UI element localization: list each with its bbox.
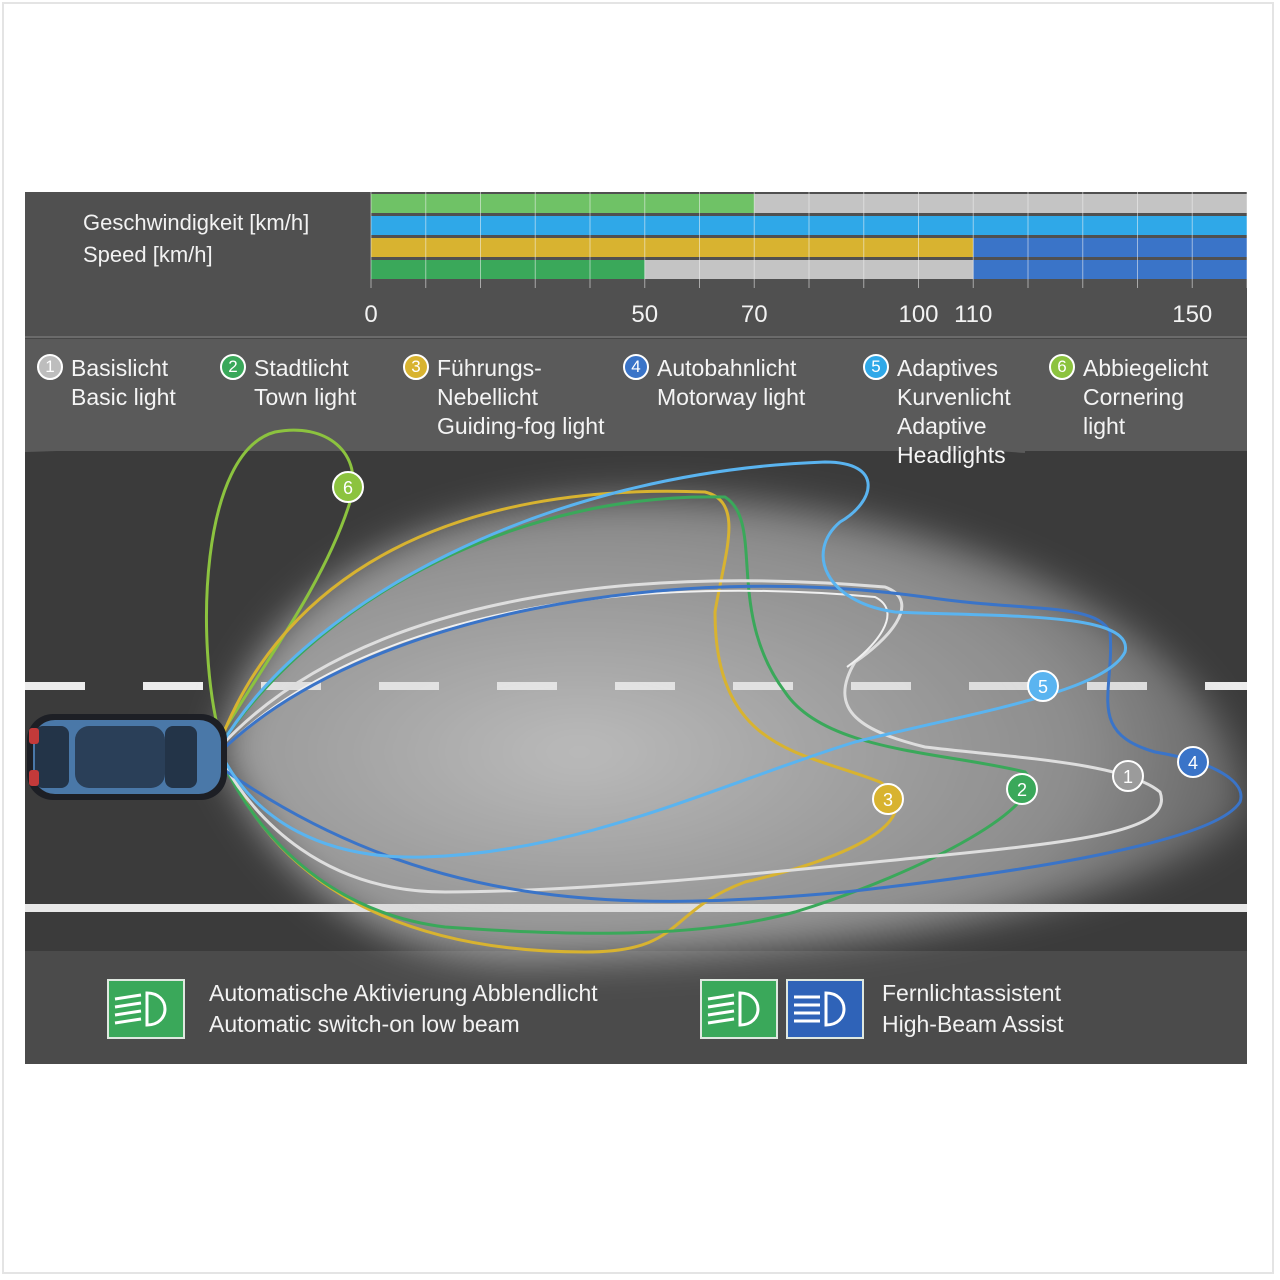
legend-badge-2: 2 [220,354,246,380]
legend-text-1-0: Basislicht [71,355,169,381]
legend-text-1-1: Basic light [71,384,176,410]
diagram-canvas: 6 3 2 1 5 4 [25,192,1247,1064]
speed-tick-label: 150 [1172,301,1213,328]
legend-badge-4: 4 [623,354,649,380]
svg-text:2: 2 [1017,780,1027,800]
legend-text-4-0: Autobahnlicht [657,355,797,381]
beam-basic-contour [218,579,1163,894]
legend-badge-3: 3 [403,354,429,380]
svg-text:5: 5 [1038,677,1048,697]
lane-dash [143,682,203,690]
speed-label-en: Speed [km/h] [83,242,213,267]
legend-text-2-0: Stadtlicht [254,355,349,381]
high-beam-text-en: High-Beam Assist [882,1011,1064,1037]
marker-6: 6 [332,471,364,503]
legend-text-5-1: Kurvenlicht [897,384,1011,410]
legend-text-5-2: Adaptive [897,413,987,439]
speed-tick-label: 50 [631,301,659,328]
beam-cornering-contour [204,428,355,738]
speed-bar-cornering-segment-0 [371,194,755,213]
marker-5: 5 [1027,670,1059,702]
legend-text-6-0: Abbiegelicht [1083,355,1209,381]
legend-text-3-1: Nebellicht [437,384,538,410]
speed-tick-label: 100 [898,301,939,328]
lane-dash [1205,682,1247,690]
low-beam-icon [107,979,185,1039]
beam-guiding-fog-contour [218,489,898,954]
speed-tick-label: 110 [954,301,993,328]
legend-text-6-1: Cornering [1083,384,1184,410]
high-beam-icon [786,979,864,1039]
svg-text:6: 6 [343,478,353,498]
legend-badge-1: 1 [37,354,63,380]
speed-bar-guiding-fog-segment-1 [973,238,1247,257]
legend-badge-5: 5 [863,354,889,380]
low-beam-text: Automatische Aktivierung Abblendlicht Au… [209,978,598,1040]
light-glow [220,495,1247,962]
speed-bar-guiding-fog-segment-0 [371,238,974,257]
legend-text-5-3: Headlights [897,442,1006,468]
legend-text-3-0: Führungs- [437,355,542,381]
legend-badge-6: 6 [1049,354,1075,380]
footer-band [25,951,1247,1064]
marker-1: 1 [1112,760,1144,792]
legend-text-2-1: Town light [254,384,357,410]
speed-bars [370,192,1247,288]
legend-text-4-1: Motorway light [657,384,806,410]
lane-dash [25,682,85,690]
marker-4: 4 [1177,746,1209,778]
speed-bar-town-motorway-segment-0 [371,260,645,279]
low-beam-text-en: Automatic switch-on low beam [209,1011,520,1037]
svg-text:1: 1 [1123,767,1133,787]
speed-tick-label: 70 [740,301,768,328]
beam-basic-contour-inner [224,589,889,748]
high-beam-text: Fernlichtassistent High-Beam Assist [882,978,1064,1040]
low-beam-icon-assist [700,979,778,1039]
speed-bar-town-motorway-segment-1 [973,260,1247,279]
light-distribution-diagram: 6 3 2 1 5 4 Geschwindigkeit [km/h] Speed… [25,192,1247,1064]
speed-tick-label: 0 [364,301,378,328]
beam-adaptive-contour [218,460,1127,859]
svg-text:3: 3 [883,790,893,810]
beam-motorway-contour [218,584,1243,903]
marker-3: 3 [872,783,904,815]
car-icon [27,714,227,800]
legend-text-5-0: Adaptives [897,355,999,381]
svg-text:4: 4 [1188,753,1198,773]
road-curve-edge [25,435,1026,453]
legend-text-6-2: light [1083,413,1126,439]
marker-2: 2 [1006,773,1038,805]
speed-label-de: Geschwindigkeit [km/h] [83,210,310,235]
low-beam-text-de: Automatische Aktivierung Abblendlicht [209,980,598,1006]
legend-text-3-2: Guiding-fog light [437,413,605,439]
beam-town-contour [218,495,1031,935]
high-beam-text-de: Fernlichtassistent [882,980,1061,1006]
